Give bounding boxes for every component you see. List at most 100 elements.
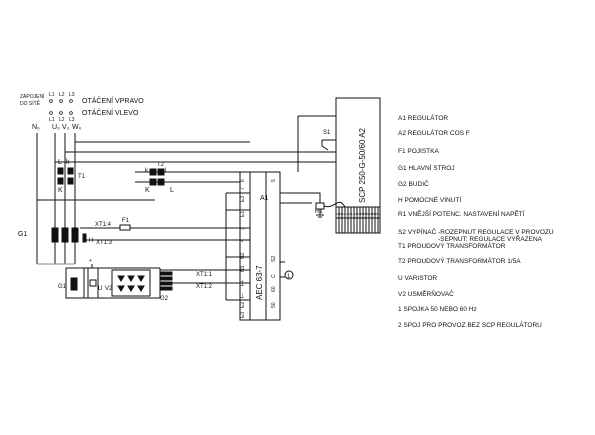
a1-term-n1: N1 [240, 265, 246, 272]
h-winding-branch: H XT1:3 [82, 233, 226, 246]
a2-term-p1: P1 [358, 212, 362, 216]
main-bus-lines [36, 133, 316, 265]
legend-item-s2: S2 VYPÍNAČ -ROZEPNUT REGULACE V PROVOZU [398, 227, 554, 236]
g1-main-generator: G1 [18, 227, 79, 243]
r1-potentiometer: R1 [280, 192, 346, 218]
legend-item-r1: R1 VNĚJŠÍ POTENC. NASTAVENÍ NAPĚTÍ [398, 209, 525, 218]
t2-current-transformer: T2 k l K L [135, 162, 250, 194]
a2-term-x: X [376, 212, 378, 216]
legend-item-note-1: 1 SPOJKA 50 NEBO 60 Hz [398, 306, 477, 313]
phase-l3-label: L3 [69, 92, 75, 98]
t2-k-label: k [145, 168, 149, 174]
bus-label-w: W₀ [72, 124, 82, 131]
rotation-right-label: OTÁČENÍ VPRAVO [82, 96, 144, 105]
xt1-2-label: XT1:2 [196, 284, 213, 290]
a1-term-f-plus: F+ [240, 280, 246, 286]
u-varistor-label: U [98, 286, 102, 292]
phase-l3-label-2: L3 [69, 117, 75, 123]
a1-term-6: 6 [240, 179, 246, 182]
connector-1-label: 1 [287, 274, 291, 280]
legend-item-t1: T1 PROUDOVÝ TRANSFORMÁTOR [398, 241, 506, 250]
v2-label: V2 [105, 286, 113, 292]
v2-rectifier-bridge [111, 269, 151, 297]
a1-term-4: 4 [240, 239, 246, 242]
legend-item-g2: G2 BUDIČ [398, 179, 429, 188]
a2-term-j: J [346, 212, 348, 216]
bus-labels: N₀ U₀ V₀ W₀ [32, 124, 82, 131]
t2-L-label: L [170, 187, 174, 194]
t1-current-transformer: L k K T1 [57, 159, 86, 194]
exciter-section: G1 U V2 + [58, 258, 161, 299]
g1-small-label: G1 [58, 284, 67, 290]
legend-item-a2: A2 REGULÁTOR COS F [398, 128, 470, 137]
a2-term-s2: S2 [370, 212, 374, 216]
legend-item-a1: A1 REGULÁTOR [398, 113, 448, 122]
xt1-3-label: XT1:3 [96, 240, 113, 246]
a1-term-7: 7 [240, 187, 246, 190]
xt1-4-label: XT1:4 [95, 222, 112, 228]
legend-item-v2: V2 USMĚRŇOVAČ [398, 289, 454, 298]
a2-term-s1: S1 [367, 212, 371, 216]
a2-term-k: K [349, 212, 351, 216]
phase-l1-label: L1 [49, 92, 55, 98]
a1-term-n2: N2 [240, 252, 246, 259]
t1-label: T1 [78, 174, 86, 180]
xt1-1-label: XT1:1 [196, 272, 213, 278]
t2-K-label: K [145, 187, 150, 194]
r1-label: R1 [315, 209, 323, 215]
t1-l-label: L [58, 159, 62, 166]
legend-item-f1: F1 POJISTKA [398, 148, 439, 155]
phase-l1-label-2: L1 [49, 117, 55, 123]
g2-exciter: G2 XT1:1 XT1:2 [159, 269, 226, 302]
a1-term-e2: E2 [240, 302, 246, 308]
plus-marker: + [89, 258, 92, 264]
g2-label: G2 [160, 296, 169, 302]
a1-term-e1: E1 [240, 211, 246, 217]
legend-item-s2-cont: -SEPNUT: REGULACE VYŘAZENA [438, 234, 543, 243]
legend-item-t2: T2 PROUDOVÝ TRANSFORMÁTOR 1/5A [398, 256, 521, 265]
phase-connect-label: ZAPOJENÍ [20, 93, 45, 100]
a2-term-p3: P3 [364, 212, 368, 216]
a2-term-l: L [352, 212, 354, 216]
t2-label: T2 [157, 162, 165, 168]
t1-k-small-label: k [66, 159, 70, 166]
a2-term-y: Y [378, 212, 380, 216]
h-label: H [89, 238, 93, 244]
bus-label-u: U₀ [52, 124, 60, 131]
a2-term-s3: S3 [373, 212, 377, 216]
legend-item-h: H POMOCNÉ VINUTÍ [398, 195, 461, 204]
a2-regulator-block: SCP 250-G-50/60 A2 [297, 97, 381, 234]
a2-title: SCP 250-G-50/60 A2 [358, 127, 367, 203]
bus-label-v: V₀ [62, 124, 70, 131]
legend-item-u: U VARISTOR [398, 275, 437, 282]
a2-term-m: M [355, 212, 358, 216]
f1-fuse-branch: F1 XT1:4 [80, 218, 226, 231]
a2-term-b: B [340, 212, 342, 216]
phase-l2-label: L2 [59, 92, 65, 98]
a1-term-e3-b: E3 [240, 312, 246, 318]
a1-term-60: 60 [271, 286, 277, 292]
a1-term-c: C [271, 274, 277, 278]
a1-regulator-block: A1 AEC 63-7 [225, 171, 281, 321]
t2-l-label: l [165, 168, 166, 174]
legend-item-note-2: 2 SPOJ PRO PROVOZ BEZ SCP REGULÁTORU [398, 320, 542, 329]
phase-indicator: ZAPOJENÍ DO SÍTĚ L1 L2 L3 L1 L2 L3 [20, 92, 75, 123]
rotation-left-label: OTÁČENÍ VLEVO [82, 108, 139, 117]
a1-term-e3: E3 [240, 196, 246, 202]
a2-term-a: A [337, 212, 339, 216]
g1-label: G1 [18, 231, 27, 238]
a1-term-3: 3 [240, 227, 246, 230]
s1-switch: S1 [321, 130, 336, 151]
phase-l2-label-2: L2 [59, 117, 65, 123]
a2-terminal-labels: A B C J K L M P1 P2 P3 S1 S2 S3 X Y [337, 212, 381, 216]
a2-term-p2: P2 [361, 212, 365, 216]
a1-term-f-minus: F- [240, 293, 246, 298]
a1-term-s2: S2 [271, 256, 277, 262]
a1-term-5: 5 [271, 179, 277, 182]
connector-1: 1 [280, 261, 294, 280]
t1-k-label: K [58, 187, 63, 194]
a2-term-c: C [343, 212, 346, 216]
a1-right-terminals: 5 S2 C 60 50 [271, 179, 277, 308]
phase-network-label: DO SÍTĚ [20, 99, 41, 107]
